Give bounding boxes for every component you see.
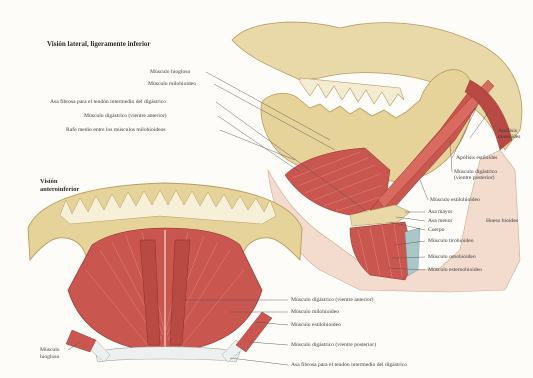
label-ant-stylohyoid: Músculo estilohioideo [291, 322, 341, 328]
label-ant-digastric-posterior: Músculo digástrico (vientre posterior) [291, 342, 376, 348]
label-stylohyoid: Músculo estilohioideo [430, 197, 480, 203]
label-omohyoid: Músculo omohioideo [428, 254, 476, 260]
hyoglossus-anterior [66, 330, 96, 352]
label-thyrohyoid: Músculo tirohioideo [428, 238, 474, 244]
label-digastric-posterior: Músculo digástrico (vientre posterior) [454, 169, 514, 181]
anterior-view-title-line2: anteroinferior [40, 186, 79, 193]
label-median-raphe: Rafe medio entre los músculos milohioide… [66, 127, 166, 133]
anterior-view-title-line1: Visión [40, 178, 57, 185]
lateral-view-title: Visión lateral, ligeramente inferior [47, 40, 151, 48]
label-digastric-anterior: Músculo digástrico (vientre anterior) [84, 113, 166, 119]
label-fibrous-loop: Asa fibrosa para el tendón intermedio de… [50, 99, 166, 105]
label-ant-hyoglossus-line2: hiogloso [40, 354, 59, 360]
label-ant-hyoglossus-line1: Músculo [40, 347, 60, 353]
label-ant-mylohyoid: Músculo milohioideo [291, 309, 339, 315]
label-body: Cuerpo [428, 227, 444, 233]
label-hyoglossus: Músculo hiogloso [150, 69, 190, 75]
label-greater-horn: Asa mayor [428, 209, 452, 215]
upper-teeth [300, 78, 404, 106]
label-sternohyoid: Músculo esternohioideo [428, 267, 482, 273]
label-mylohyoid: Músculo milohioideo [148, 81, 196, 87]
label-styloid: Apófisis estiloides [456, 155, 498, 161]
label-ant-fibrous-loop: Asa fibrosa para el tendón intermedio de… [291, 362, 407, 368]
hyoid-bone-anterior [95, 347, 240, 362]
label-mastoid: Apófisis mastoides [498, 128, 532, 140]
label-lesser-horn: Asa menor [428, 218, 452, 224]
label-ant-digastric-anterior: Músculo digástrico (vientre anterior) [291, 297, 373, 303]
label-hyoid-bone: Hueso hioides [486, 218, 518, 224]
